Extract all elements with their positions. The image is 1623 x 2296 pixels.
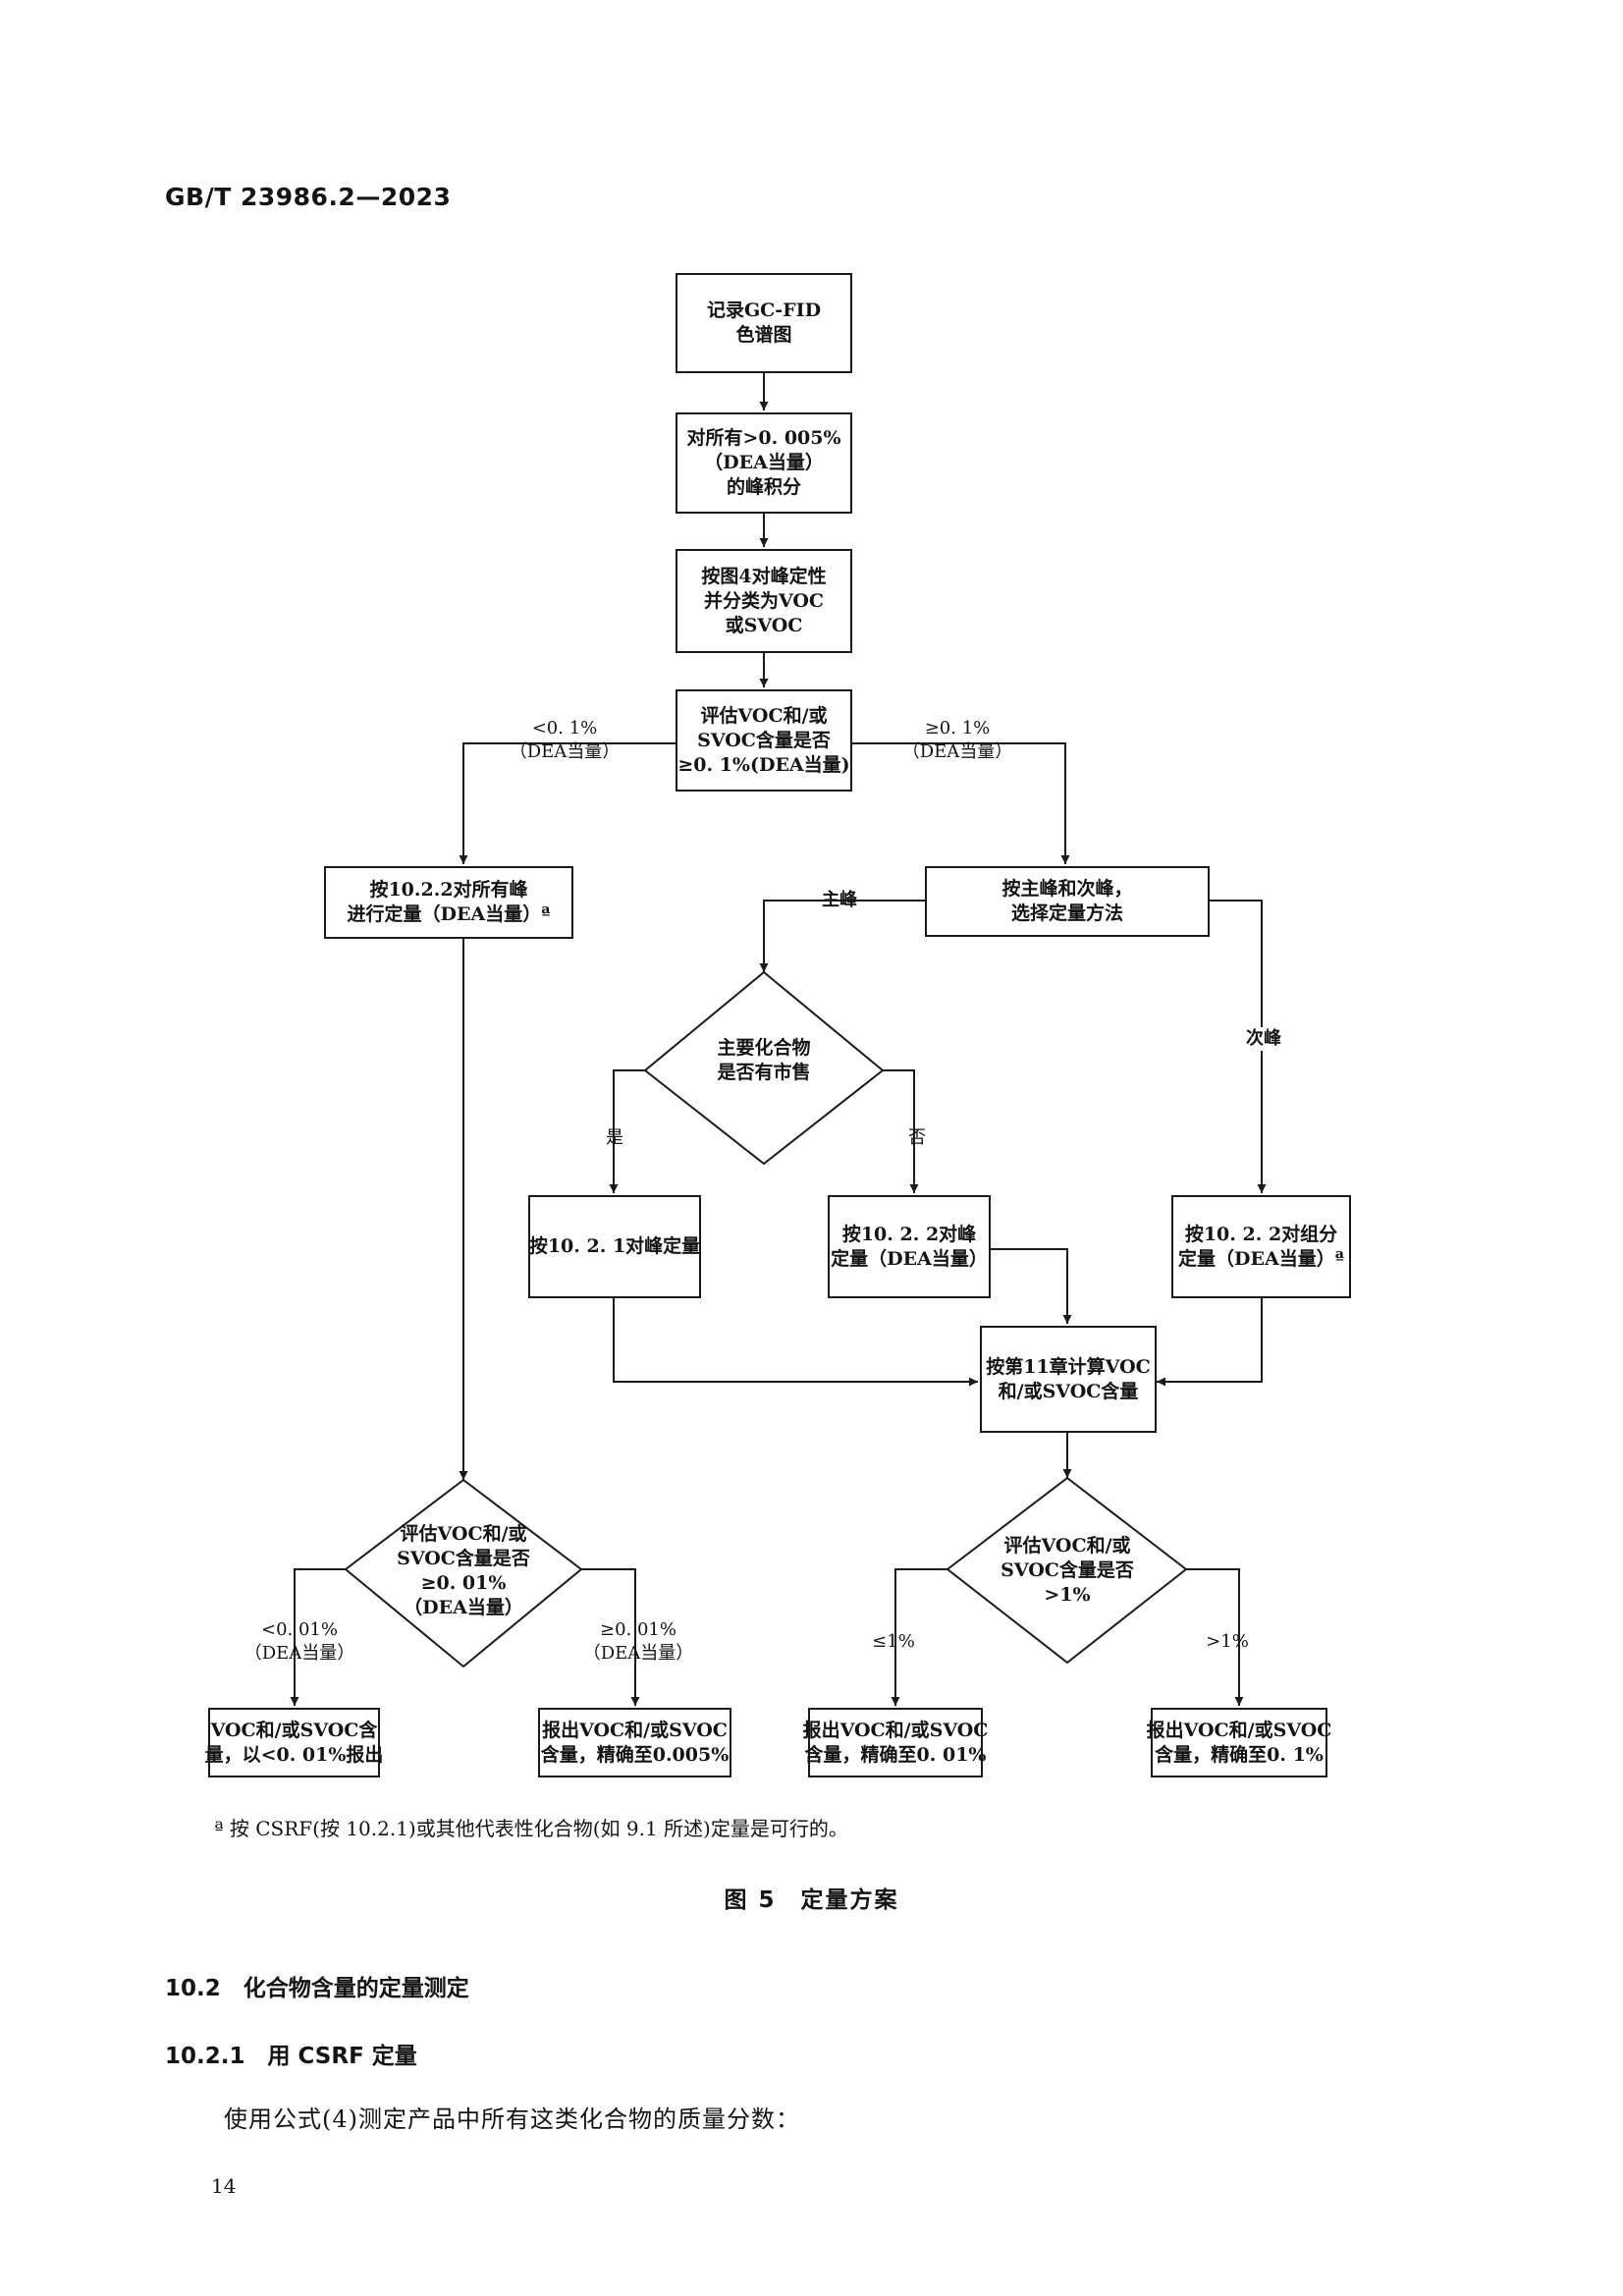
arrow-gt1 [1186, 1568, 1244, 1706]
section-heading-10-2: 10.2 化合物含量的定量测定 [165, 1976, 469, 2001]
box-record-chromatogram: 记录GC-FID 色谱图 [676, 273, 852, 373]
box-integrate-peaks: 对所有>0. 005% （DEA当量） 的峰积分 [676, 412, 852, 514]
box-quant-1022-component: 按10. 2. 2对组分 定量（DEA当量）ª [1171, 1195, 1351, 1298]
arrow-le1 [891, 1568, 947, 1706]
arrow-to-left-quant [459, 742, 676, 864]
label-lt-001: <0. 01% （DEA当量） [243, 1619, 355, 1664]
box-classify-peaks: 按图4对峰定性 并分类为VOC 或SVOC [676, 549, 852, 653]
arrow-no [883, 1069, 919, 1193]
label-main-peak: 主峰 [822, 890, 857, 910]
line-comp-to-calc [1157, 1298, 1263, 1387]
standard-code: GB/T 23986.2—2023 [165, 183, 452, 211]
diamond-left-text: 评估VOC和/或 SVOC含量是否 ≥0. 01% （DEA当量） [397, 1523, 530, 1618]
box-select-method: 按主峰和次峰， 选择定量方法 [925, 866, 1210, 937]
box-report-lt001: VOC和/或SVOC含 量，以<0. 01%报出 [205, 1708, 383, 1777]
diamond-market-shape [643, 970, 885, 1166]
diamond-right-text: 评估VOC和/或 SVOC含量是否 >1% [1001, 1534, 1134, 1606]
box-report-01: 报出VOC和/或SVOC 含量，精确至0. 1% [1147, 1708, 1331, 1777]
box-evaluate-content: 评估VOC和/或 SVOC含量是否 ≥0. 1%(DEA当量) [676, 689, 852, 792]
label-no: 否 [908, 1127, 926, 1148]
page-number: 14 [211, 2174, 237, 2198]
arrow-to-select-method [852, 742, 1070, 864]
arrow-main-peak [759, 900, 925, 972]
arrow-minor-peak [1210, 900, 1267, 1193]
arrow-ge001 [581, 1568, 640, 1706]
diamond-market-text: 主要化合物 是否有市售 [717, 1037, 811, 1083]
arrow-lt001 [290, 1568, 346, 1706]
diamond-left-shape [344, 1478, 583, 1668]
line-1022-to-calc [991, 1248, 1072, 1324]
arrow-yes [609, 1069, 645, 1193]
label-gt-1: >1% [1206, 1631, 1249, 1652]
box-quant-1021: 按10. 2. 1对峰定量 [528, 1195, 701, 1298]
label-le-1: ≤1% [872, 1631, 915, 1652]
line-1021-to-calc [613, 1298, 978, 1387]
figure-footnote: ª 按 CSRF(按 10.2.1)或其他代表性化合物(如 9.1 所述)定量是… [214, 1817, 848, 1840]
section-heading-10-2-1: 10.2.1 用 CSRF 定量 [165, 2044, 417, 2069]
diamond-right-shape [946, 1476, 1188, 1665]
figure-caption: 图 5 定量方案 [724, 1887, 899, 1913]
label-ge-001: ≥0. 01% （DEA当量） [582, 1619, 694, 1664]
label-lt-01: <0. 1% （DEA当量） [509, 718, 621, 762]
box-quant-1022-peak: 按10. 2. 2对峰 定量（DEA当量） [828, 1195, 991, 1298]
paragraph-text: 使用公式(4)测定产品中所有这类化合物的质量分数： [224, 2105, 800, 2133]
label-yes: 是 [606, 1127, 623, 1148]
box-report-001: 报出VOC和/或SVOC 含量，精确至0. 01% [803, 1708, 988, 1777]
label-minor-peak: 次峰 [1229, 1027, 1298, 1051]
box-calculate-content: 按第11章计算VOC 和/或SVOC含量 [980, 1326, 1157, 1433]
box-report-0005: 报出VOC和/或SVOC 含量，精确至0.005% [538, 1708, 731, 1777]
box-quantify-all-peaks: 按10.2.2对所有峰 进行定量（DEA当量）ª [324, 866, 573, 939]
label-ge-01: ≥0. 1% （DEA当量） [901, 718, 1013, 762]
